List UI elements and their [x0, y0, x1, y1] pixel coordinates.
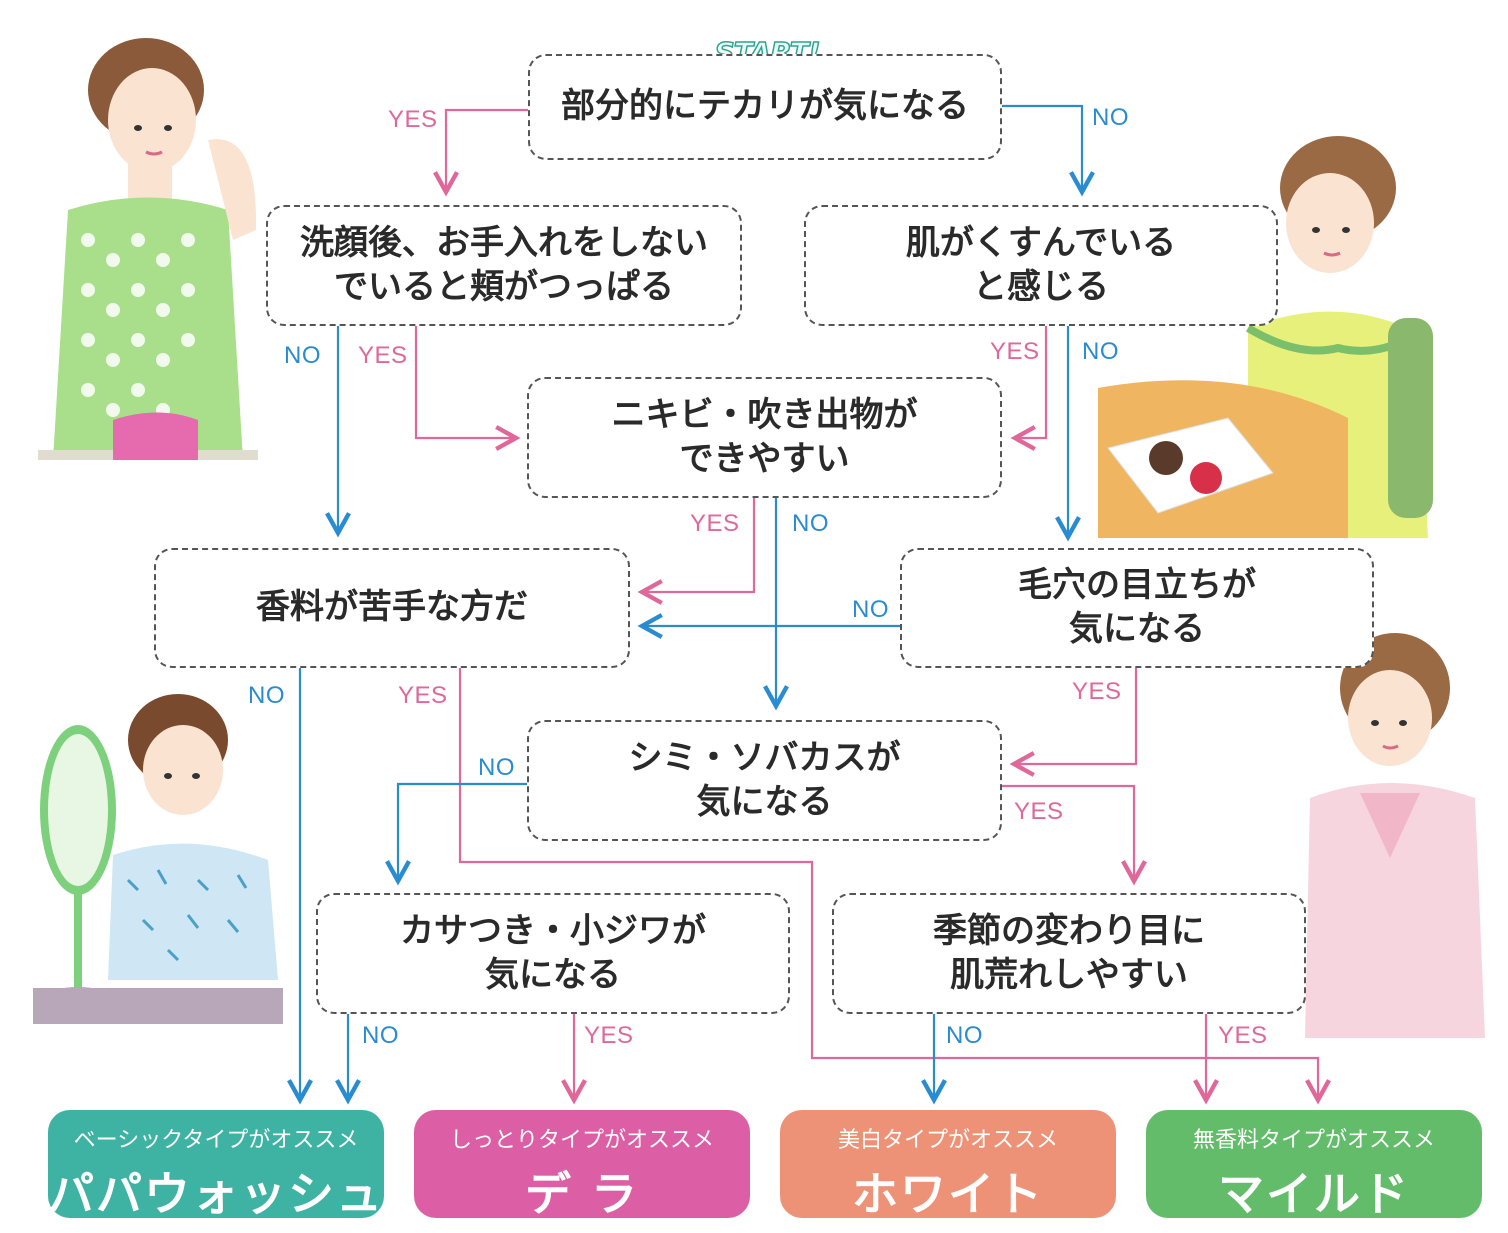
result-name: デ ラ: [524, 1167, 639, 1221]
woman-blotting-face-illustration: [38, 38, 258, 460]
result-name: ホワイト: [852, 1167, 1044, 1221]
question-dryness-wrinkles: カサつき・小ジワが 気になる: [316, 893, 790, 1014]
woman-touching-cheek-illustration: [1305, 633, 1485, 1038]
edge-q5-yes: [458, 668, 1318, 1100]
edge-q1-no: [1002, 104, 1082, 192]
question-partial-shine: 部分的にテカリが気になる: [528, 54, 1002, 160]
label-q7-no: NO: [478, 754, 515, 781]
woman-on-phone-with-dessert-illustration: [1098, 136, 1433, 538]
result-name: マイルド: [1218, 1167, 1410, 1221]
label-q2-yes: YES: [358, 342, 408, 369]
label-q1-yes: YES: [388, 106, 438, 133]
result-basic-papawash[interactable]: ベーシックタイプがオススメ パパウォッシュ: [48, 1110, 384, 1221]
edge-q3-yes: [1015, 326, 1048, 438]
result-subtitle: 無香料タイプがオススメ: [1192, 1128, 1435, 1153]
result-fragrance-free-mild[interactable]: 無香料タイプがオススメ マイルド: [1146, 1110, 1482, 1221]
question-spots-freckles: シミ・ソバカスが 気になる: [527, 720, 1002, 841]
result-subtitle: 美白タイプがオススメ: [837, 1128, 1058, 1153]
result-name: パパウォッシュ: [48, 1167, 384, 1221]
woman-at-mirror-illustration: [33, 694, 283, 1024]
label-q2-no: NO: [284, 342, 321, 369]
question-acne-prone: ニキビ・吹き出物が できやすい: [527, 377, 1002, 498]
question-tight-cheeks: 洗顔後、お手入れをしない でいると頬がつっぱる: [266, 205, 742, 326]
question-visible-pores: 毛穴の目立ちが 気になる: [900, 548, 1374, 668]
label-q8-yes: YES: [584, 1022, 634, 1049]
label-q9-yes: YES: [1218, 1022, 1268, 1049]
result-moist-dera[interactable]: しっとりタイプがオススメ デ ラ: [414, 1110, 750, 1221]
label-q1-no: NO: [1092, 104, 1129, 131]
label-q8-no: NO: [362, 1022, 399, 1049]
label-q3-no: NO: [1082, 338, 1119, 365]
edge-q2-yes: [414, 326, 516, 438]
label-q3-yes: YES: [990, 338, 1040, 365]
edge-q7-no: [398, 782, 527, 881]
edge-q7-yes: [1002, 784, 1134, 881]
edge-q1-yes: [446, 108, 528, 192]
result-subtitle: しっとりタイプがオススメ: [449, 1128, 714, 1153]
label-q4-yes: YES: [690, 510, 740, 537]
question-dislike-fragrance: 香料が苦手な方だ: [154, 548, 630, 668]
label-q7-yes: YES: [1014, 798, 1064, 825]
label-q9-no: NO: [946, 1022, 983, 1049]
question-dull-skin: 肌がくすんでいる と感じる: [804, 205, 1278, 326]
label-q6-no: NO: [852, 596, 889, 623]
edge-q6-yes: [1014, 668, 1138, 764]
label-q5-yes: YES: [398, 682, 448, 709]
question-seasonal-roughness: 季節の変わり目に 肌荒れしやすい: [832, 893, 1306, 1014]
result-subtitle: ベーシックタイプがオススメ: [73, 1128, 359, 1153]
label-q5-no: NO: [248, 682, 285, 709]
label-q6-yes: YES: [1072, 678, 1122, 705]
label-q4-no: NO: [792, 510, 829, 537]
result-whitening-white[interactable]: 美白タイプがオススメ ホワイト: [780, 1110, 1116, 1221]
edge-q4-yes: [642, 498, 756, 592]
